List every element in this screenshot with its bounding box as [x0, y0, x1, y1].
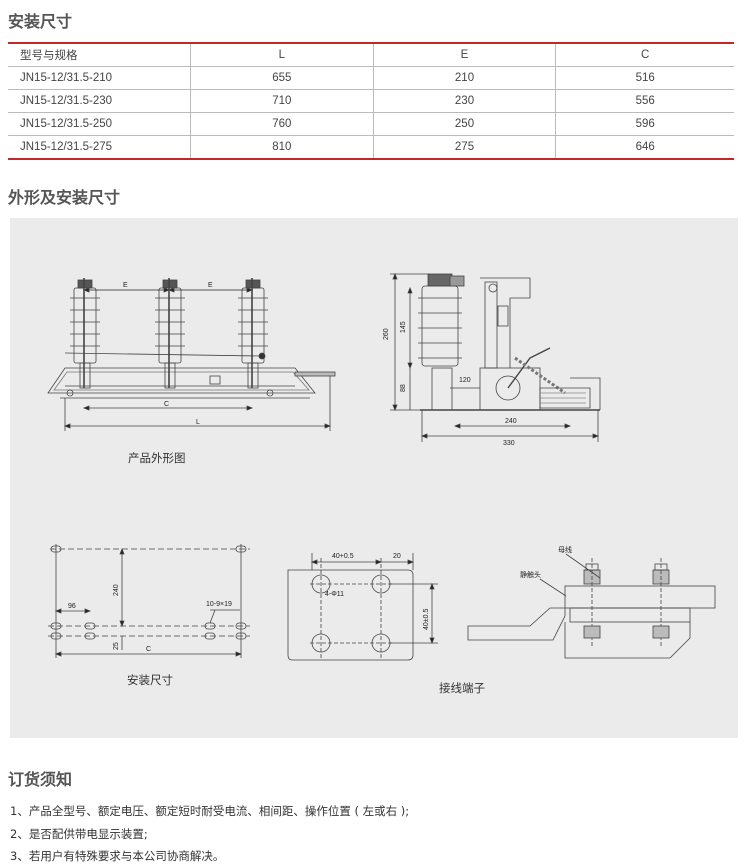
outline-side-view: 260 145 88: [383, 272, 601, 447]
dim-label-terminal-40: 40+0.5: [332, 553, 354, 560]
column-header-l: L: [190, 42, 374, 67]
dim-label-mount-240: 240: [113, 584, 120, 596]
column-header-c: C: [555, 42, 734, 67]
list-item: 2、是否配供带电显示装置;: [10, 826, 148, 841]
technical-drawing: E E C L 产品外形图 260 145 88: [47, 272, 716, 695]
table-cell: JN15-12/31.5-275: [8, 135, 191, 160]
table-cell: 710: [190, 89, 374, 113]
dim-label-260: 260: [383, 328, 390, 340]
dim-label-hole: 4-Φ11: [325, 591, 344, 598]
table-cell: 516: [555, 66, 734, 90]
table-header-row: 型号与规格 L E C: [8, 42, 734, 67]
label-busbar: 母线: [558, 545, 572, 554]
dim-label-slot: 10-9×19: [206, 601, 232, 608]
list-item: 1、产品全型号、额定电压、额定短时耐受电流、相间距、操作位置 ( 左或右 );: [10, 804, 410, 818]
dim-label-145: 145: [400, 321, 407, 333]
table-cell: JN15-12/31.5-230: [8, 89, 191, 113]
dim-label-mount-c: C: [146, 646, 151, 653]
dim-label-e2: E: [208, 282, 213, 289]
table-cell: 760: [190, 112, 374, 136]
section-title-outline: 外形及安装尺寸: [8, 188, 121, 207]
table-row: JN15-12/31.5-250 760 250 596: [8, 112, 734, 136]
table-row: JN15-12/31.5-275 810 275 646: [8, 135, 734, 160]
dim-label-terminal-20: 20: [393, 553, 401, 560]
caption-outline: 产品外形图: [128, 451, 186, 465]
dim-label-l: L: [196, 419, 200, 426]
table-row: JN15-12/31.5-210 655 210 516: [8, 66, 734, 90]
table-cell: 596: [555, 112, 734, 136]
label-static-contact: 静触头: [520, 570, 541, 579]
table-cell: 250: [372, 112, 556, 136]
dim-label-120: 120: [459, 377, 471, 384]
table-cell: 230: [372, 89, 556, 113]
dim-label-330: 330: [503, 440, 515, 447]
table-cell: 655: [190, 66, 374, 90]
table-cell: 646: [555, 135, 734, 160]
table-row: JN15-12/31.5-230 710 230 556: [8, 89, 734, 113]
column-header-e: E: [372, 42, 556, 67]
caption-mount: 安装尺寸: [127, 673, 173, 687]
section-title-order-notes: 订货须知: [8, 770, 73, 789]
drawing-panel: E E C L 产品外形图 260 145 88: [10, 218, 738, 738]
table-cell: 275: [372, 135, 556, 160]
section-title-install-size: 安装尺寸: [8, 12, 73, 31]
dimension-table: 型号与规格 L E C JN15-12/31.5-210 655 210 516…: [8, 42, 734, 160]
insulator-left: [70, 278, 100, 389]
outline-front-view: E E C L: [47, 278, 336, 431]
busbar-connection: 母线 静触头: [467, 545, 716, 659]
insulator-right: [238, 278, 268, 389]
dim-label-mount-96: 96: [68, 603, 76, 610]
table-cell: 210: [372, 66, 556, 90]
table-cell: JN15-12/31.5-210: [8, 66, 191, 90]
list-item: 3、若用户有特殊要求与本公司协商解决。: [10, 849, 225, 863]
order-notes-list: 1、产品全型号、额定电压、额定短时耐受电流、相间距、操作位置 ( 左或右 ); …: [10, 800, 409, 868]
dim-label-88: 88: [400, 384, 407, 392]
caption-terminal: 接线端子: [439, 681, 485, 695]
dim-label-mount-25: 25: [113, 642, 120, 650]
dim-label-c: C: [164, 401, 169, 408]
mounting-layout: 240 25 96 10-9×19 C: [48, 544, 250, 658]
table-cell: 556: [555, 89, 734, 113]
dim-label-e1: E: [123, 282, 128, 289]
insulator-middle: [155, 278, 185, 389]
terminal-plate: 40+0.5 20 4-Φ11 40±0.5: [287, 553, 438, 661]
table-cell: 810: [190, 135, 374, 160]
dim-label-240: 240: [505, 418, 517, 425]
table-cell: JN15-12/31.5-250: [8, 112, 191, 136]
dim-label-terminal-40v: 40±0.5: [423, 609, 430, 630]
column-header-model: 型号与规格: [8, 42, 191, 67]
